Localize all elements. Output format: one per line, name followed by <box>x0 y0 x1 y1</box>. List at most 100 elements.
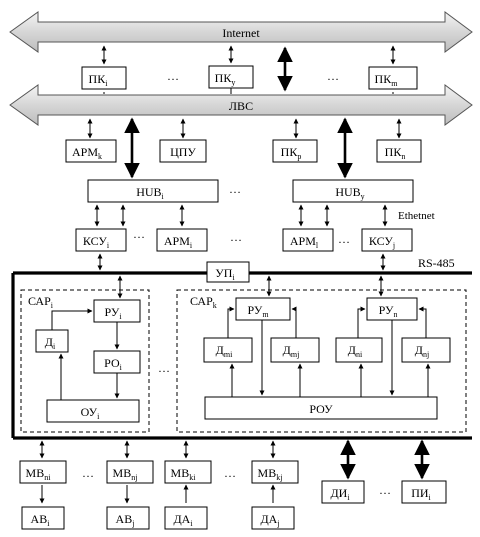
ellipsis: … <box>338 232 350 246</box>
da-i-node: ДАi <box>164 506 208 530</box>
da-j-node: ДАj <box>251 506 295 530</box>
svg-text:АРМk: АРМk <box>72 145 102 161</box>
svg-text:ДИi: ДИi <box>330 486 350 502</box>
hub-i-label: HUB <box>136 185 161 199</box>
svg-text:МВkj: МВkj <box>258 466 283 482</box>
internet-label: Internet <box>222 26 260 40</box>
ellipsis: … <box>327 69 339 83</box>
hub-y-node: HUBy <box>292 179 414 203</box>
d-nj-node: Дnj <box>401 337 451 363</box>
ru-i-label: РУ <box>104 305 119 319</box>
pc-i-label: ПК <box>89 72 107 86</box>
ru-n-label: РУ <box>379 303 394 317</box>
rou-label: РОУ <box>309 402 333 416</box>
d-mj-label: Д <box>283 343 291 357</box>
pc-y-node: ПКy <box>208 65 254 89</box>
d-ni-label: Д <box>348 343 356 357</box>
ro-i-node: РОi <box>93 350 141 374</box>
hub-y-label: HUB <box>335 185 360 199</box>
d-i-label: Д <box>45 335 53 349</box>
mv-ni-node: МВni <box>19 460 67 484</box>
svg-text:РОi: РОi <box>104 356 123 372</box>
ou-i-node: ОУi <box>46 399 140 423</box>
svg-text:МВki: МВki <box>171 466 197 482</box>
mv-ni-label: МВ <box>26 466 45 480</box>
pc-m-label: ПК <box>375 72 393 86</box>
svg-text:РУn: РУn <box>379 303 398 319</box>
arm-i-node: АРМi <box>156 228 208 252</box>
ksu-j-node: КСУj <box>361 228 413 252</box>
up-i-node: УПi <box>206 261 250 283</box>
d-mj-node: Дmj <box>270 337 320 363</box>
pc-n-node: ПКn <box>376 139 422 163</box>
ellipsis: … <box>229 182 241 196</box>
arm-k-label: АРМ <box>72 145 98 159</box>
svg-text:ПКy: ПКy <box>215 71 236 87</box>
mv-kj-label: МВ <box>258 466 277 480</box>
d-i-node: Дi <box>35 329 69 353</box>
d-ni-node: Дni <box>335 337 383 363</box>
sar-k-links <box>227 275 431 397</box>
svg-text:МВnj: МВnj <box>113 466 138 482</box>
ellipsis: … <box>379 483 391 497</box>
d-nj-label: Д <box>415 343 423 357</box>
mv-kj-node: МВkj <box>251 460 299 484</box>
arm-l-label: АРМ <box>290 234 316 248</box>
av-i-label: АВ <box>31 512 48 526</box>
svg-text:Дmj: Дmj <box>283 343 300 359</box>
ksu-bus-links <box>97 253 386 271</box>
lan-label: ЛВС <box>229 99 253 113</box>
svg-text:ДАj: ДАj <box>260 512 279 528</box>
svg-text:АРМl: АРМl <box>290 234 319 250</box>
hub-ksu-links <box>94 204 388 227</box>
sar-k-label: САРk <box>190 294 217 310</box>
mv-nj-node: МВnj <box>106 460 154 484</box>
pc-m-node: ПКm <box>368 66 418 90</box>
ru-m-label: РУ <box>247 303 262 317</box>
av-i-node: АВi <box>21 506 65 530</box>
av-j-node: АВj <box>106 506 150 530</box>
cpu-label: ЦПУ <box>170 145 196 159</box>
av-j-label: АВ <box>116 512 133 526</box>
da-i-label: ДА <box>173 512 190 526</box>
svg-text:ОУi: ОУi <box>81 405 101 421</box>
svg-text:ДАi: ДАi <box>173 512 193 528</box>
svg-text:ПИi: ПИi <box>411 486 431 502</box>
lan-bus: ЛВС <box>9 84 473 126</box>
arm-l-node: АРМl <box>282 228 334 252</box>
svg-text:ПКm: ПКm <box>375 72 399 88</box>
svg-text:ПКi: ПКi <box>89 72 109 88</box>
ksu-j-label: КСУ <box>369 234 394 248</box>
di-i-label: ДИ <box>330 486 347 500</box>
rou-node: РОУ <box>204 396 438 420</box>
lan-row-links <box>87 117 402 179</box>
ksu-i-node: КСУi <box>75 228 127 252</box>
svg-text:АВj: АВj <box>116 512 135 528</box>
d-mi-label: Д <box>216 343 224 357</box>
ru-m-node: РУm <box>235 297 291 321</box>
pc-n-label: ПК <box>385 145 403 159</box>
svg-text:Дnj: Дnj <box>415 343 429 359</box>
arm-k-node: АРМk <box>65 139 117 163</box>
ellipsis: … <box>158 361 170 375</box>
svg-text:HUBi: HUBi <box>136 185 164 201</box>
arm-i-label: АРМ <box>164 234 190 248</box>
mv-nj-label: МВ <box>113 466 132 480</box>
ellipsis: … <box>167 69 179 83</box>
rs485-label: RS-485 <box>418 256 455 270</box>
pi-i-label: ПИ <box>411 486 429 500</box>
pc-p-node: ПКp <box>272 139 318 163</box>
internet-bus: Internet <box>9 11 473 53</box>
pc-i-node: ПКi <box>81 66 127 90</box>
svg-text:Дi: Дi <box>45 335 56 351</box>
svg-text:Дmi: Дmi <box>216 343 233 359</box>
ellipsis: … <box>82 466 94 480</box>
svg-text:КСУi: КСУi <box>83 234 110 250</box>
ellipsis: … <box>224 466 236 480</box>
sar-i-group <box>20 289 150 433</box>
internet-pc-links <box>101 45 396 94</box>
svg-text:HUBy: HUBy <box>335 185 364 201</box>
svg-text:АРМi: АРМi <box>164 234 193 250</box>
bottom-links <box>39 439 430 504</box>
